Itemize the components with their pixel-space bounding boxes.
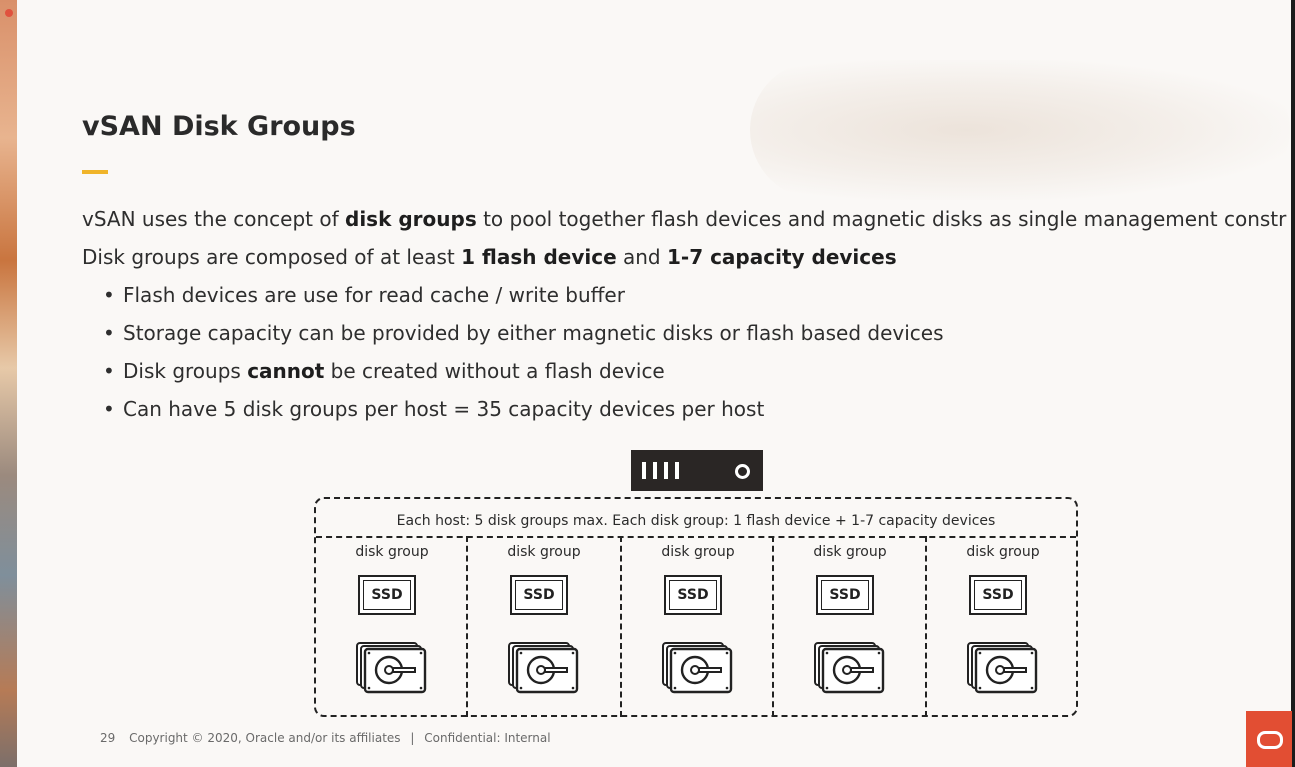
hard-disk-icon (814, 642, 885, 694)
oracle-logo-icon (1246, 711, 1292, 767)
ssd-icon: SSD (510, 575, 568, 615)
slide-title: vSAN Disk Groups (82, 111, 356, 142)
classification-text: Confidential: Internal (424, 731, 551, 745)
bullet-item: •Storage capacity can be provided by eit… (103, 321, 944, 345)
ssd-icon: SSD (969, 575, 1027, 615)
divider (466, 536, 468, 717)
ssd-icon: SSD (664, 575, 722, 615)
bullet-bold-text: cannot (247, 359, 325, 383)
disk-group-label: disk group (813, 544, 887, 560)
intro-text: to pool together flash devices and magne… (476, 207, 1287, 231)
bullet-item: •Can have 5 disk groups per host = 35 ca… (103, 397, 765, 421)
disk-group: disk group SSD (316, 536, 468, 716)
bullet-text: Can have 5 disk groups per host = 35 cap… (123, 397, 765, 421)
bullet-list: •Flash devices are use for read cache / … (103, 283, 944, 435)
hard-disk-icon (662, 642, 733, 694)
intro-line-1: vSAN uses the concept of disk groups to … (82, 207, 1290, 231)
ssd-label: SSD (821, 580, 869, 610)
title-accent-bar (82, 170, 108, 174)
window-edge (1291, 0, 1295, 767)
divider (316, 536, 1076, 538)
ssd-icon: SSD (358, 575, 416, 615)
intro-text: vSAN uses the concept of (82, 207, 345, 231)
page-number: 29 (100, 731, 116, 745)
disk-group: disk group SSD (622, 536, 774, 716)
intro-line-2: Disk groups are composed of at least 1 f… (82, 245, 897, 269)
ssd-icon: SSD (816, 575, 874, 615)
disk-group: disk group SSD (774, 536, 926, 716)
bullet-item: •Flash devices are use for read cache / … (103, 283, 625, 307)
disk-group: disk group SSD (927, 536, 1079, 716)
divider (925, 536, 927, 717)
intro-text: and (616, 245, 667, 269)
disk-group-label: disk group (355, 544, 429, 560)
bullet-text: Flash devices are use for read cache / w… (123, 283, 625, 307)
footer-separator: | (410, 731, 415, 745)
ssd-label: SSD (363, 580, 411, 610)
disk-group-label: disk group (966, 544, 1040, 560)
bullet-item: •Disk groups cannot be created without a… (103, 359, 665, 383)
disk-group-label: disk group (507, 544, 581, 560)
decorative-left-strip (0, 0, 17, 767)
intro-bold-text: 1 flash device (461, 245, 617, 269)
ssd-label: SSD (515, 580, 563, 610)
intro-bold-text: 1-7 capacity devices (666, 245, 897, 269)
disk-group-label: disk group (661, 544, 735, 560)
ssd-label: SSD (974, 580, 1022, 610)
diagram-caption: Each host: 5 disk groups max. Each disk … (396, 513, 996, 529)
slide-footer: 29 Copyright © 2020, Oracle and/or its a… (100, 731, 551, 745)
bullet-text: Disk groups (123, 359, 248, 383)
disk-group: disk group SSD (468, 536, 620, 716)
intro-bold-text: disk groups (345, 207, 477, 231)
copyright-text: Copyright © 2020, Oracle and/or its affi… (129, 731, 401, 745)
divider (772, 536, 774, 717)
hard-disk-icon (356, 642, 427, 694)
hard-disk-icon (508, 642, 579, 694)
divider (620, 536, 622, 717)
bullet-text: be created without a flash device (324, 359, 665, 383)
host-diagram: Each host: 5 disk groups max. Each disk … (314, 497, 1078, 717)
decorative-texture (750, 60, 1290, 200)
intro-text: Disk groups are composed of at least (82, 245, 462, 269)
server-icon (631, 450, 763, 491)
window-indicator-icon (5, 9, 13, 17)
bullet-text: Storage capacity can be provided by eith… (123, 321, 944, 345)
hard-disk-icon (967, 642, 1038, 694)
ssd-label: SSD (669, 580, 717, 610)
